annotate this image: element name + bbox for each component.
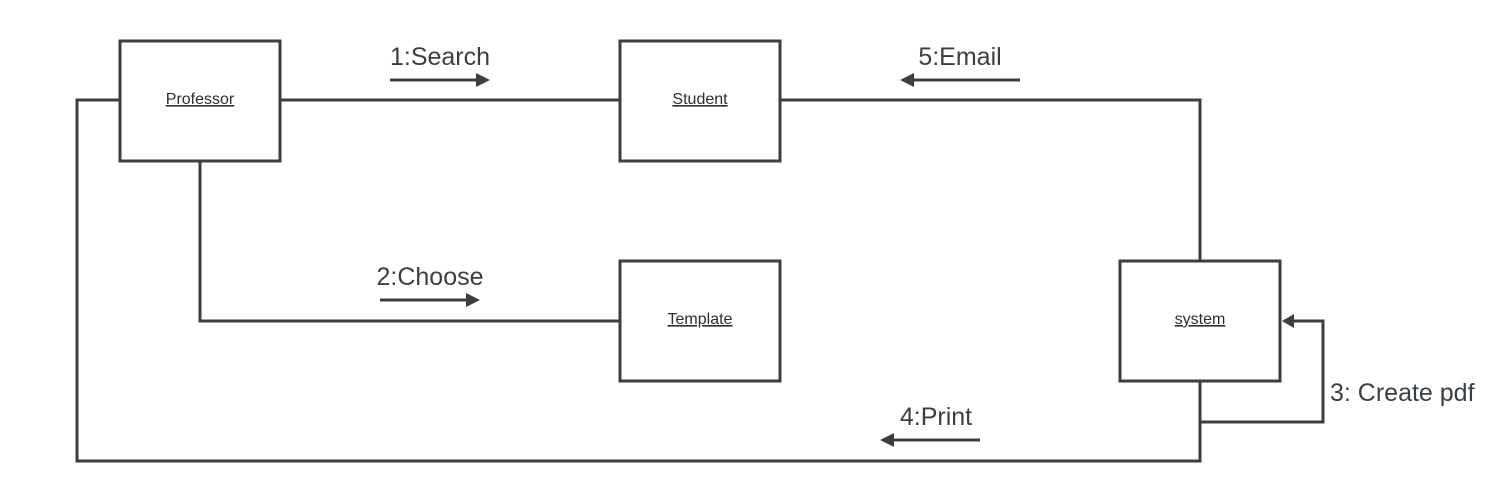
object-template[interactable]: Template <box>618 259 782 383</box>
arrow-email-head <box>900 73 914 87</box>
arrow-search-head <box>476 73 490 87</box>
message-email-label: 5:Email <box>918 43 1001 71</box>
object-template-label: Template <box>668 311 733 328</box>
object-professor-box <box>118 39 282 163</box>
link-student-system <box>780 98 1202 260</box>
link-professor-system <box>75 98 1202 463</box>
arrow-choose-head <box>466 293 480 307</box>
object-student-label: Student <box>672 91 728 108</box>
object-system-box <box>1118 259 1282 383</box>
links <box>75 98 1325 463</box>
object-professor[interactable]: Professor <box>118 39 282 163</box>
object-student[interactable]: Student <box>618 39 782 163</box>
link-professor-template <box>198 160 620 323</box>
object-template-box <box>618 259 782 383</box>
message-choose-label: 2:Choose <box>376 263 483 291</box>
self-link-arrowhead <box>1282 314 1294 328</box>
arrow-print-head <box>880 433 894 447</box>
object-student-box <box>618 39 782 163</box>
message-create-pdf-label: 3: Create pdf <box>1330 379 1475 407</box>
message-print-label: 4:Print <box>900 403 972 431</box>
object-system-label: system <box>1175 311 1226 328</box>
object-system[interactable]: system <box>1118 259 1282 383</box>
self-link-system <box>1200 319 1325 424</box>
message-arrows <box>380 73 1020 447</box>
object-professor-label: Professor <box>166 91 235 108</box>
message-search-label: 1:Search <box>390 43 490 71</box>
